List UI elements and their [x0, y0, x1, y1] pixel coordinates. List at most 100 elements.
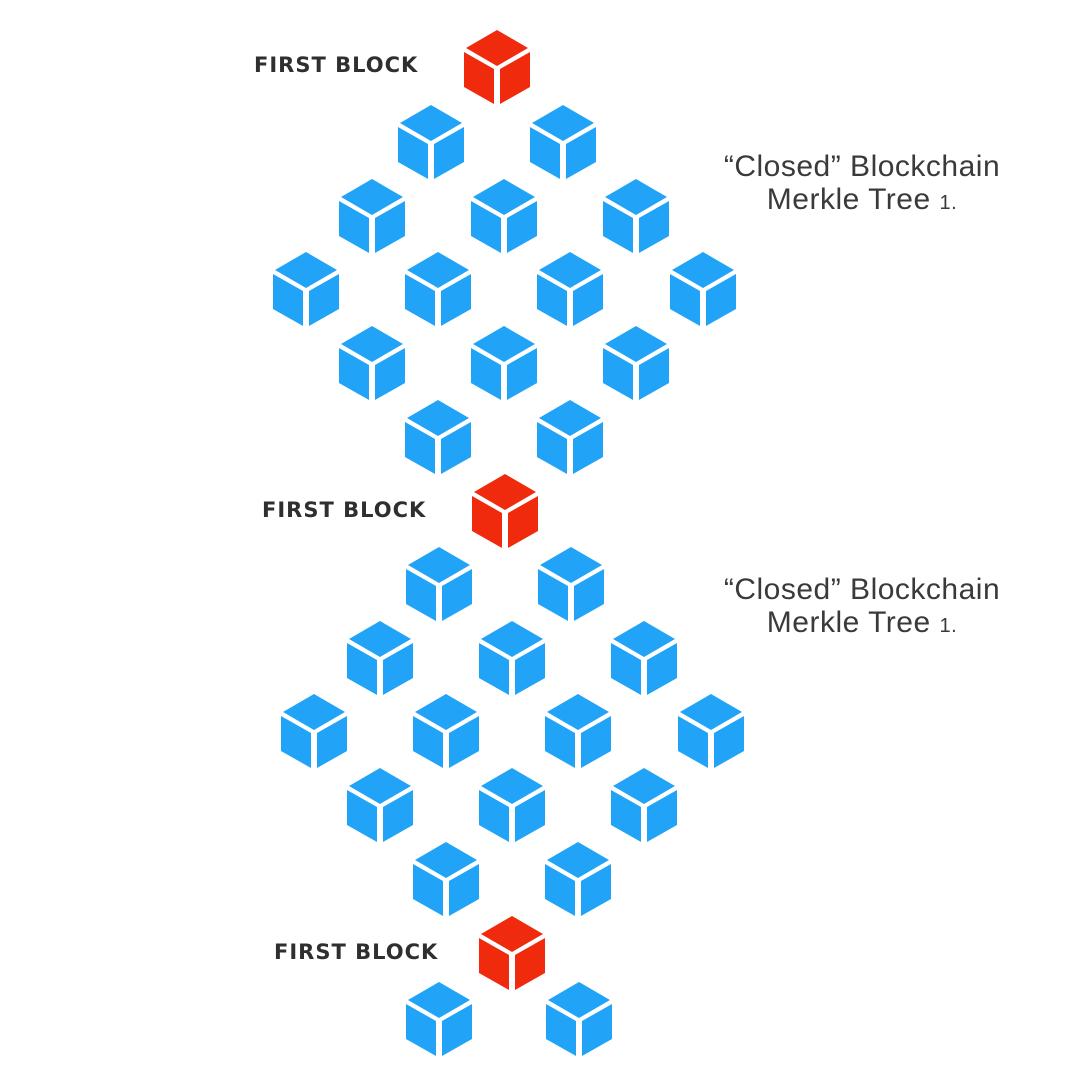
cube-right-face: [500, 52, 530, 104]
cube-top-face: [283, 694, 345, 730]
cube-top-face: [548, 982, 610, 1018]
tree-caption-2-suffix: 1.: [939, 615, 958, 637]
cube-left-face: [472, 496, 502, 548]
cube-left-face: [545, 864, 575, 916]
cube-left-face: [546, 1004, 576, 1056]
cube-right-face: [515, 790, 545, 842]
first-block-label-2: FIRST BLOCK: [262, 498, 427, 522]
tree-caption-1-line1: “Closed” Blockchain: [723, 150, 1001, 183]
first-block-cube-icon: [472, 474, 538, 548]
first-block-cube-icon: [464, 30, 530, 104]
cube-right-face: [639, 348, 669, 400]
cube-left-face: [545, 716, 575, 768]
cube-top-face: [408, 982, 470, 1018]
cube-top-face: [613, 621, 675, 657]
cube-top-face: [481, 916, 543, 952]
cube-left-face: [398, 127, 428, 179]
block-cube-icon: [406, 982, 472, 1056]
block-cube-icon: [273, 252, 339, 326]
cube-top-face: [481, 621, 543, 657]
cube-left-face: [471, 348, 501, 400]
cube-top-face: [539, 252, 601, 288]
cube-left-face: [281, 716, 311, 768]
block-cube-icon: [603, 326, 669, 400]
cube-right-face: [442, 569, 472, 621]
block-cube-icon: [678, 694, 744, 768]
cube-top-face: [540, 547, 602, 583]
block-cube-icon: [339, 326, 405, 400]
cube-right-face: [647, 643, 677, 695]
block-cube-icon: [405, 252, 471, 326]
tree-caption-1-line2: Merkle Tree: [766, 183, 931, 216]
cube-right-face: [573, 422, 603, 474]
cube-left-face: [611, 790, 641, 842]
block-cube-icon: [538, 547, 604, 621]
cube-right-face: [375, 201, 405, 253]
cube-left-face: [471, 201, 501, 253]
cube-top-face: [672, 252, 734, 288]
block-cube-icon: [281, 694, 347, 768]
cube-right-face: [714, 716, 744, 768]
block-cube-icon: [347, 621, 413, 695]
cube-top-face: [547, 694, 609, 730]
cube-right-face: [441, 274, 471, 326]
cube-right-face: [434, 127, 464, 179]
block-cube-icon: [406, 547, 472, 621]
block-cube-icon: [479, 768, 545, 842]
cube-top-face: [341, 326, 403, 362]
block-cube-icon: [545, 842, 611, 916]
cube-top-face: [473, 179, 535, 215]
block-cube-icon: [405, 400, 471, 474]
block-cube-icon: [545, 694, 611, 768]
cube-top-face: [613, 768, 675, 804]
cube-left-face: [530, 127, 560, 179]
cube-top-face: [275, 252, 337, 288]
cube-left-face: [537, 422, 567, 474]
cube-top-face: [605, 326, 667, 362]
block-cube-icon: [471, 326, 537, 400]
cube-top-face: [539, 400, 601, 436]
cube-right-face: [317, 716, 347, 768]
tree-caption-2-line2: Merkle Tree: [766, 606, 931, 639]
cube-right-face: [515, 643, 545, 695]
block-cube-icon: [603, 179, 669, 253]
cube-left-face: [347, 790, 377, 842]
cube-left-face: [347, 643, 377, 695]
cube-left-face: [405, 274, 435, 326]
cube-top-face: [407, 252, 469, 288]
cube-left-face: [413, 864, 443, 916]
cube-right-face: [647, 790, 677, 842]
block-cube-icon: [546, 982, 612, 1056]
cube-left-face: [678, 716, 708, 768]
cube-right-face: [574, 569, 604, 621]
cube-top-face: [680, 694, 742, 730]
cube-top-face: [466, 30, 528, 66]
cube-right-face: [581, 716, 611, 768]
cube-right-face: [582, 1004, 612, 1056]
cube-left-face: [464, 52, 494, 104]
cube-right-face: [375, 348, 405, 400]
cube-left-face: [479, 938, 509, 990]
cube-left-face: [603, 348, 633, 400]
cube-left-face: [611, 643, 641, 695]
cube-right-face: [581, 864, 611, 916]
cube-right-face: [507, 348, 537, 400]
cube-top-face: [415, 842, 477, 878]
cube-right-face: [309, 274, 339, 326]
cube-left-face: [273, 274, 303, 326]
cube-right-face: [706, 274, 736, 326]
cube-left-face: [479, 790, 509, 842]
cube-top-face: [349, 768, 411, 804]
cube-top-face: [341, 179, 403, 215]
cube-top-face: [415, 694, 477, 730]
block-cube-icon: [347, 768, 413, 842]
cube-top-face: [605, 179, 667, 215]
cube-left-face: [339, 348, 369, 400]
cube-left-face: [603, 201, 633, 253]
first-block-label-3: FIRST BLOCK: [274, 940, 439, 964]
block-cube-icon: [530, 105, 596, 179]
cube-left-face: [670, 274, 700, 326]
first-block-cube-icon: [479, 916, 545, 990]
cube-right-face: [441, 422, 471, 474]
